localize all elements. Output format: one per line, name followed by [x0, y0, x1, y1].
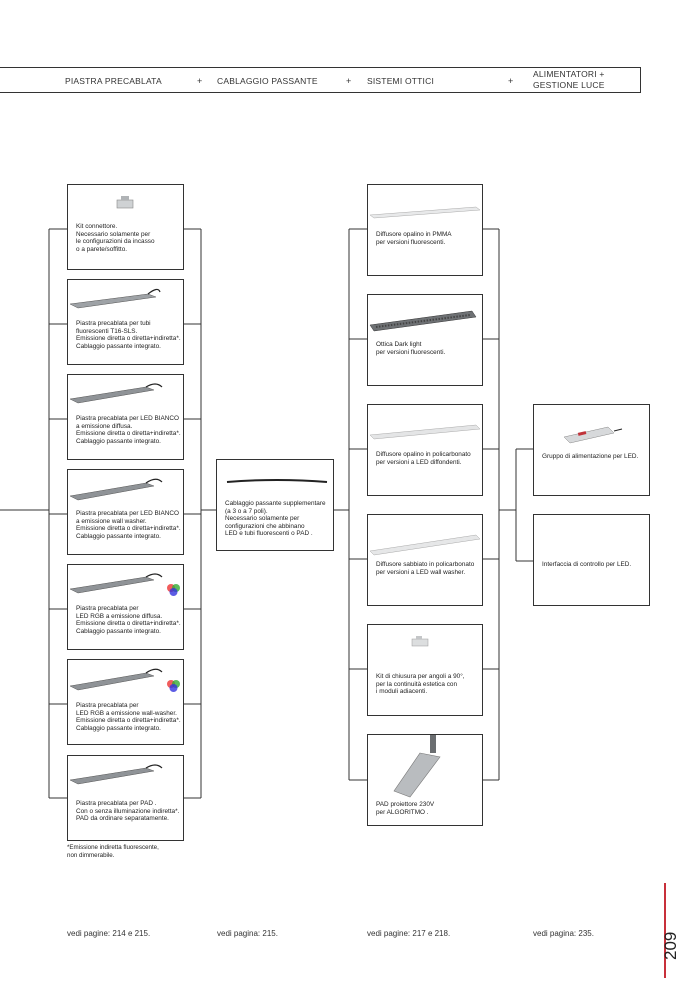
card-text: Cablaggio passante supplementare (a 3 o … — [225, 500, 326, 538]
card-text: Diffusore opalino in PMMA per versioni f… — [376, 231, 452, 246]
page-number: 209 — [661, 931, 680, 960]
card-text: PAD proiettore 230V per ALGORITMO . — [376, 801, 435, 816]
opal-diffuser-icon — [369, 206, 481, 219]
header-bar — [0, 67, 641, 93]
card-text: Gruppo di alimentazione per LED. — [542, 453, 639, 460]
card-text: Kit connettore. Necessario solamente per… — [76, 223, 155, 253]
card-text: Diffusore sabbiato in policarbonato per … — [376, 561, 475, 576]
led-wallwasher-plate-icon — [69, 478, 163, 501]
sandblasted-diffuser-card: Diffusore sabbiato in policarbonato per … — [367, 514, 483, 606]
plus-sign: + — [197, 76, 203, 86]
dark-light-optic-card: Ottica Dark light per versioni fluoresce… — [367, 294, 483, 386]
plus-sign: + — [346, 76, 352, 86]
led-wallwasher-plate-card: Piastra precablata per LED BIANCO a emis… — [67, 469, 184, 555]
dark-light-optic-icon — [369, 310, 477, 332]
fluorescent-plate-card: Piastra precablata per tubi fluorescenti… — [67, 279, 184, 365]
polycarbonate-opal-diffuser-icon — [369, 424, 481, 440]
card-text: Interfaccia di controllo per LED. — [542, 561, 632, 568]
card-text: Ottica Dark light per versioni fluoresce… — [376, 341, 446, 356]
led-rgb-wallwasher-plate-icon — [69, 668, 180, 692]
cable-icon — [226, 479, 328, 483]
pad-plate-card: Piastra precablata per PAD . Con o senza… — [67, 755, 184, 841]
card-text: Piastra precablata per LED BIANCO a emis… — [76, 415, 181, 445]
connector-kit-icon — [116, 196, 134, 209]
card-text: Piastra precablata per LED BIANCO a emis… — [76, 510, 181, 540]
plus-sign: + — [508, 76, 514, 86]
led-rgb-wallwasher-plate-card: Piastra precablata per LED RGB a emissio… — [67, 659, 184, 745]
rgb-icon — [167, 680, 180, 692]
control-interface-card: Interfaccia di controllo per LED. — [533, 514, 650, 606]
power-supply-icon — [563, 426, 623, 444]
power-supply-card: Gruppo di alimentazione per LED. — [533, 404, 650, 496]
footer-col1: vedi pagine: 214 e 215. — [67, 929, 151, 938]
header-col1: PIASTRA PRECABLATA — [65, 76, 162, 86]
polycarbonate-opal-diffuser-card: Diffusore opalino in policarbonato per v… — [367, 404, 483, 496]
pad-plate-icon — [69, 764, 163, 785]
rgb-icon — [167, 584, 180, 596]
card-text: Piastra precablata per PAD . Con o senza… — [76, 800, 180, 823]
footer-col2: vedi pagina: 215. — [217, 929, 278, 938]
footnote: *Emissione indiretta fluorescente, non d… — [67, 844, 159, 859]
accent-line — [664, 883, 666, 978]
card-text: Kit di chiusura per angoli a 90°, per la… — [376, 673, 465, 696]
cable-card: Cablaggio passante supplementare (a 3 o … — [216, 459, 334, 551]
footer-col4: vedi pagina: 235. — [533, 929, 594, 938]
header-col4-line2: GESTIONE LUCE — [533, 80, 605, 90]
led-rgb-plate-card: Piastra precablata per LED RGB a emissio… — [67, 564, 184, 650]
pad-projector-icon — [393, 735, 441, 798]
card-text: Piastra precablata per LED RGB a emissio… — [76, 605, 181, 635]
pad-projector-card: PAD proiettore 230V per ALGORITMO . — [367, 734, 483, 826]
header-col4-line1: ALIMENTATORI + — [533, 69, 605, 79]
led-white-plate-icon — [69, 383, 163, 404]
corner-kit-icon — [411, 636, 429, 647]
header-col3: SISTEMI OTTICI — [367, 76, 435, 86]
card-text: Piastra precablata per LED RGB a emissio… — [76, 702, 181, 732]
card-text: Piastra precablata per tubi fluorescenti… — [76, 320, 181, 350]
opal-diffuser-card: Diffusore opalino in PMMA per versioni f… — [367, 184, 483, 276]
connector-kit-card: Kit connettore. Necessario solamente per… — [67, 184, 184, 270]
fluorescent-plate-icon — [69, 288, 161, 309]
footer-col3: vedi pagine: 217 e 218. — [367, 929, 451, 938]
card-text: Diffusore opalino in policarbonato per v… — [376, 451, 471, 466]
led-white-plate-card: Piastra precablata per LED BIANCO a emis… — [67, 374, 184, 460]
corner-kit-card: Kit di chiusura per angoli a 90°, per la… — [367, 624, 483, 716]
header-col2: CABLAGGIO PASSANTE — [217, 76, 318, 86]
sandblasted-diffuser-icon — [369, 534, 481, 556]
led-rgb-plate-icon — [69, 573, 180, 596]
